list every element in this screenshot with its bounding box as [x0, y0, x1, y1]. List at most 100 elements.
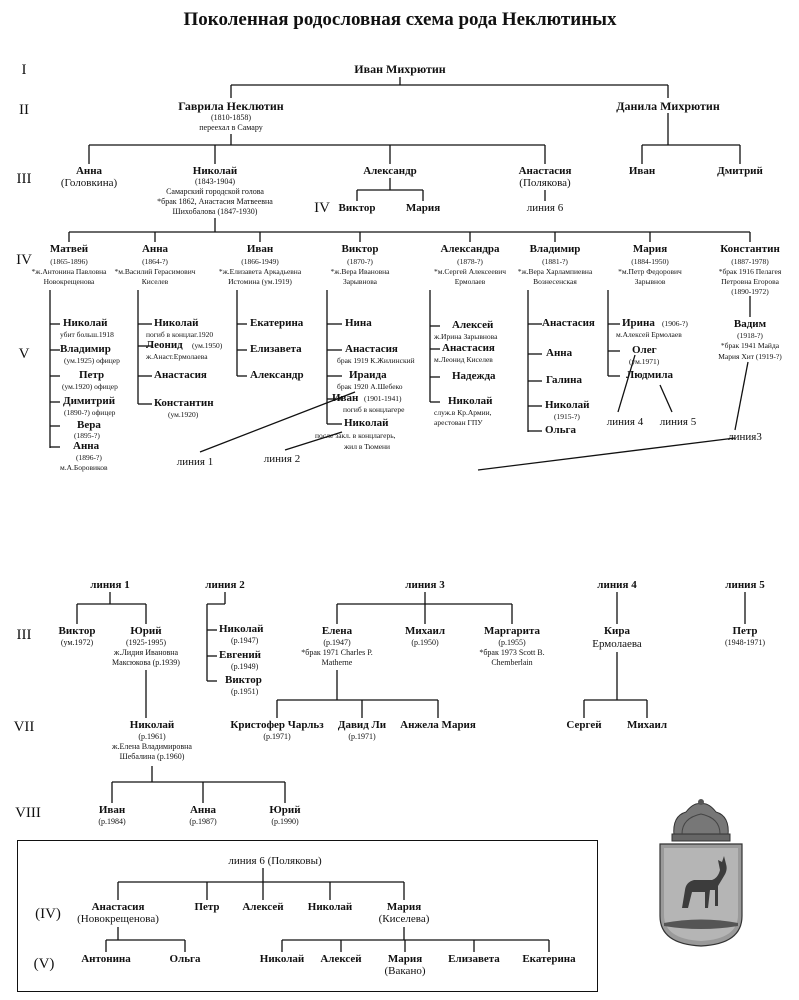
person-spouse: *ж.Елизавета Аркадьевна: [218, 267, 302, 276]
person-years: (р.1984): [98, 817, 126, 826]
person-years: (1870-?): [347, 257, 373, 266]
line-2-label: линия 2: [263, 453, 301, 465]
person-note: погиб в концлаг.1920: [146, 330, 214, 339]
line-3-header: линия 3: [405, 579, 445, 591]
person: Николай: [344, 417, 389, 429]
person-years: (1901-1941): [364, 394, 402, 403]
person-ivan-g3: Иван: [628, 165, 656, 177]
person: Юрий: [269, 804, 301, 816]
connector-line: [284, 431, 343, 451]
person-note: Самарский городской голова: [166, 187, 264, 196]
line-6-label: линия 6: [526, 202, 564, 214]
person: Анна: [189, 804, 217, 816]
person-note: ж.Анаст.Ермолаева: [146, 352, 208, 361]
person-years: (1866-1949): [241, 257, 279, 266]
person-note: убит больш.1918: [60, 330, 114, 339]
person: Кристофер Чарльз: [230, 719, 324, 731]
generation-label: VIII: [15, 805, 41, 821]
person-maiden-name: Ермолаева: [592, 638, 642, 650]
page-title: Поколенная родословная схема рода Неклют…: [183, 9, 617, 30]
person: Анна: [73, 440, 100, 452]
line-5-header: линия 5: [725, 579, 765, 591]
person-years: (ум.1972): [60, 638, 94, 647]
person-spouse: *м.Сергей Алексеевич: [433, 267, 507, 276]
person: Анастасия: [91, 901, 145, 913]
person-g4: Константин: [720, 243, 780, 255]
person-note: *брак 1941 Майда: [720, 341, 780, 350]
connector-line: [617, 354, 636, 413]
person-years: (р.1949): [231, 662, 259, 671]
person-note: брак 1919 К.Жилинский: [337, 356, 415, 365]
person-note: *брак 1862, Анастасия Матвеевна: [157, 197, 273, 206]
person: Николай: [129, 719, 175, 731]
person-note: (ум.1920): [168, 410, 199, 419]
person: Вера: [77, 419, 101, 431]
connector-line: [659, 384, 673, 413]
person: Ираида: [349, 369, 387, 381]
person-note: брак 1920 А.Шебеко: [337, 382, 403, 391]
person-years: (р.1971): [348, 732, 376, 741]
person: Елена: [321, 625, 353, 637]
connector-line: [477, 437, 736, 471]
person: Мария: [387, 953, 423, 965]
person-spouse: *брак 1973 Scott B.: [479, 648, 545, 657]
person-note: (1890-?) офицер: [64, 408, 116, 417]
person-anastasia-g3: Анастасия: [518, 165, 572, 177]
generation-label: I: [21, 62, 27, 78]
person: Николай: [448, 395, 493, 407]
person: Мария: [386, 901, 422, 913]
person: Елизавета: [448, 953, 500, 965]
person: Давид Ли: [337, 719, 387, 731]
person-spouse: Петровна Егорова: [721, 277, 779, 286]
person: Ирина: [622, 317, 655, 329]
generation-label: III: [16, 171, 32, 187]
person-maria-g4: Мария: [405, 202, 441, 214]
person-spouse: Шебалина (р.1960): [119, 752, 185, 761]
person: Константин: [154, 397, 214, 409]
person: Николай: [219, 623, 264, 635]
person: Николай: [63, 317, 108, 329]
line-4-label: линия 4: [606, 416, 644, 428]
person: Владимир: [60, 343, 111, 355]
person-years: (ум.1950): [192, 341, 223, 350]
person-spouse: *ж.Вера Харлампиевна: [517, 267, 593, 276]
line-6-header: линия 6 (Поляковы): [228, 855, 322, 867]
person: Михаил: [626, 719, 668, 731]
person-note: Шихобалова (1847-1930): [172, 207, 258, 216]
person-years: (р.1947): [323, 638, 351, 647]
generation-label: III: [16, 627, 32, 643]
person-maiden-name: (Киселева): [378, 913, 430, 925]
person-spouse: ж.Лидия Ивановна: [113, 648, 179, 657]
person-g4: Виктор: [341, 243, 379, 255]
samara-coat-of-arms-icon: [659, 799, 743, 947]
person-years: (1925-1995): [126, 638, 166, 647]
person: Екатерина: [250, 317, 304, 329]
person-spouse: *брак 1916 Пелагея: [718, 267, 782, 276]
connector-line: [199, 391, 356, 453]
person-note: после закл. в концлагерь,: [315, 431, 396, 440]
person-spouse: Ермолаев: [454, 277, 486, 286]
person: Леонид: [146, 339, 183, 351]
person-note: арестован ГПУ: [434, 418, 483, 427]
person-years: (р.1947): [231, 636, 259, 645]
person-spouse: Новокрещенова: [43, 277, 95, 286]
person: Анастасия: [345, 343, 398, 355]
person-gavrila: Гаврила Неклютин: [178, 99, 284, 113]
person-years: (р.1950): [411, 638, 439, 647]
line-4-header: линия 4: [597, 579, 637, 591]
person: Маргарита: [484, 625, 540, 637]
person: Петр: [79, 369, 105, 381]
person-anna-g3: Анна: [75, 165, 103, 177]
person-spouse: Chemberlain: [491, 658, 533, 667]
person-years: (1865-1896): [50, 257, 88, 266]
person: Нина: [345, 317, 372, 329]
person-spouse: Зарывнова: [343, 277, 377, 286]
generation-label: VII: [13, 719, 35, 735]
connector-line: [734, 361, 749, 431]
person-danila: Данила Михрютин: [616, 99, 720, 113]
line-5-label: линия 5: [659, 416, 697, 428]
person-spouse: ж.Елена Владимировна: [112, 742, 192, 751]
person: Виктор: [58, 625, 96, 637]
